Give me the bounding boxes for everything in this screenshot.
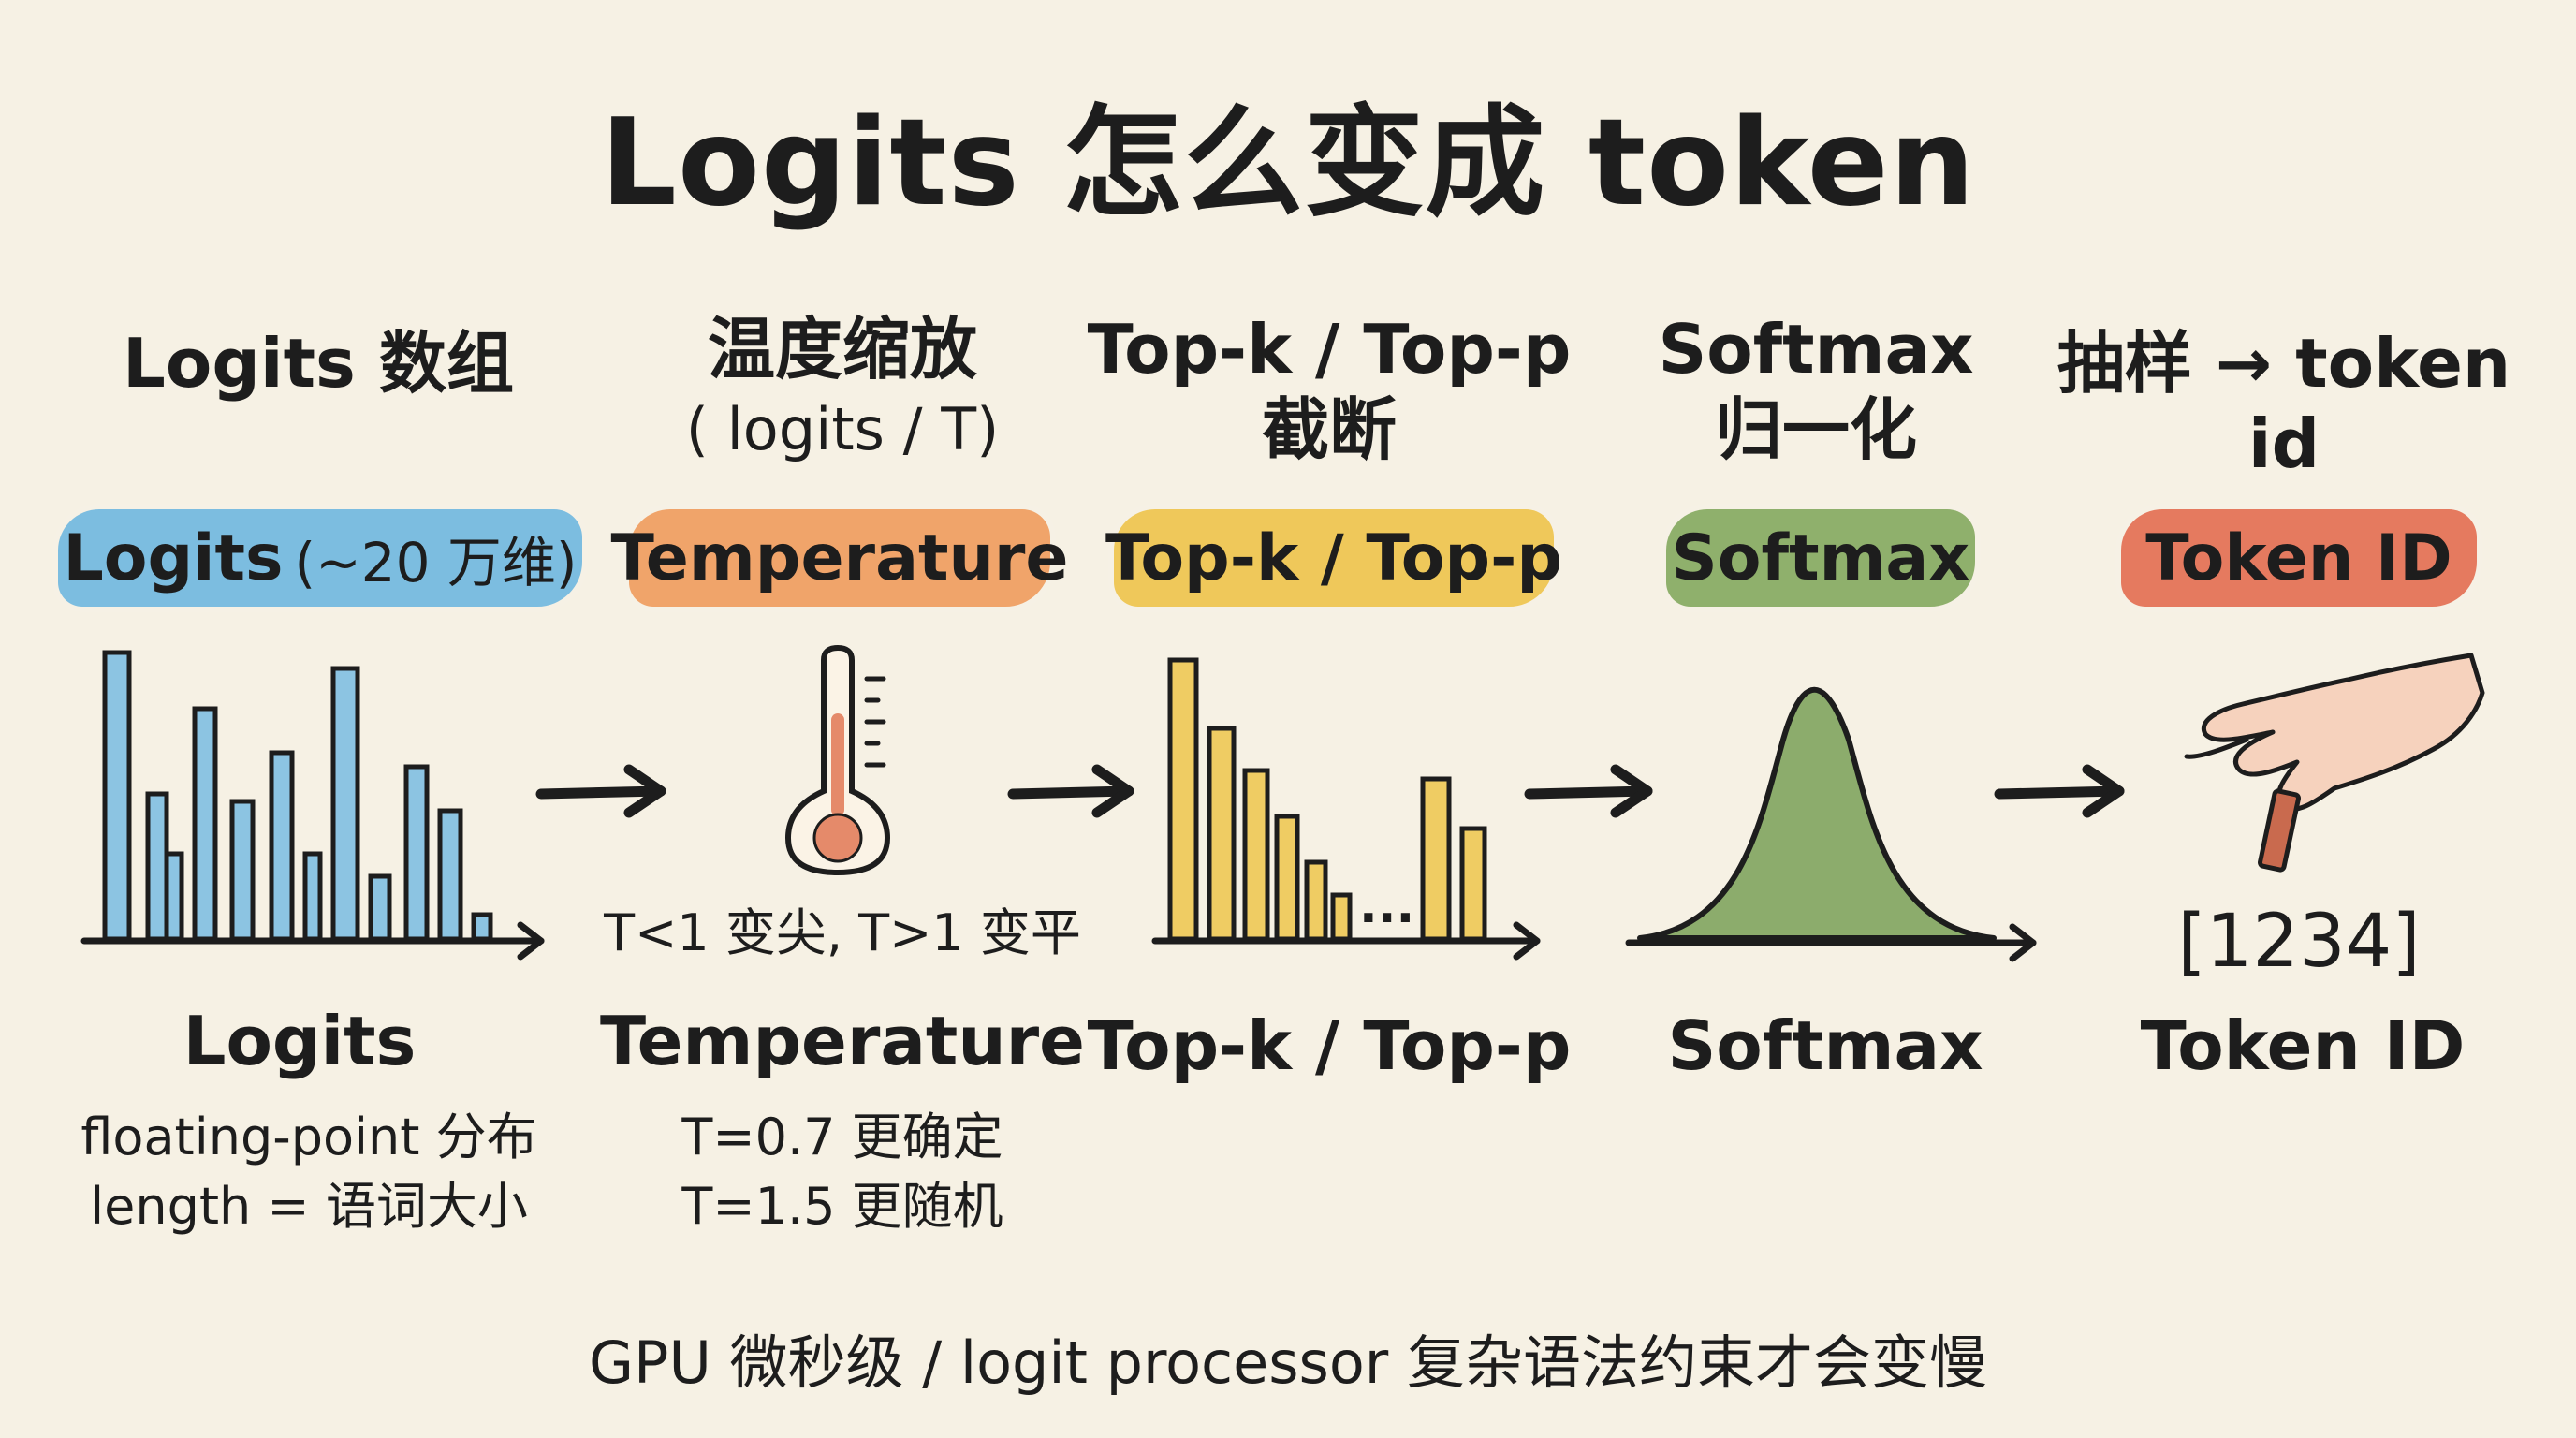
pill-softmax: Softmax [1666,509,1975,607]
col-head-sample-text: 抽样 → token id [2056,324,2511,483]
col-head-topk: Top-k / Top-p 截断 [1086,309,1573,470]
pill-temperature-text: Temperature [610,521,1069,595]
logits-bar [145,791,169,942]
token-stick [2258,788,2301,873]
col-head-temperature: 温度缩放 ( logits / T) [599,309,1086,470]
col-head-logits-text: Logits 数组 [123,324,514,403]
logits-bar [269,750,295,942]
logits-bar [102,650,132,942]
pill-temperature: Temperature [610,509,1069,607]
col-head-softmax-sub: 归一化 [1714,390,1917,469]
col-head-temperature-sub: ( logits / T) [685,395,1000,463]
notes-temperature: T=0.7 更确定 T=1.5 更随机 [599,1103,1086,1241]
logits-bars [102,650,493,942]
pill-topk: Top-k / Top-p [1105,509,1562,607]
note-temperature-line2: T=1.5 更随机 [681,1177,1003,1236]
logits-bar [229,799,256,942]
col-head-softmax-text: Softmax [1658,310,1974,389]
temperature-caption: T<1 变尖, T>1 变平 [604,903,1081,962]
flow-arrows [535,764,2125,818]
logits-bar [164,851,184,942]
logits-bar [302,851,323,942]
col-head-logits: Logits 数组 [56,323,580,404]
note-logits-line2: length = 语词大小 [90,1177,528,1236]
footer-note: GPU 微秒级 / logit processor 复杂语法约束才会变慢 [589,1328,1987,1397]
arrow-right-icon [535,764,666,818]
col-head-temperature-text: 温度缩放 [707,310,977,389]
col-head-topk-text: Top-k / Top-p [1087,310,1572,389]
arrow-right-icon [1007,764,1134,818]
topk-bar [1242,768,1270,942]
logits-bar [403,764,430,942]
note-logits-line1: floating-point 分布 [80,1108,537,1167]
topk-axis [1151,921,1541,961]
label-logits: Logits [183,1002,417,1080]
col-head-softmax: Softmax 归一化 [1591,309,2041,470]
arrow-right-icon [1524,764,1653,818]
topk-bar [1207,726,1237,942]
col-head-topk-sub: 截断 [1261,390,1397,469]
pill-token-id-text: Token ID [2145,521,2452,595]
label-temperature: Temperature [600,1002,1085,1080]
topk-bar [1459,826,1487,942]
logits-bar [192,706,218,942]
page-title: Logits 怎么变成 token [600,94,1976,233]
logits-axis [80,921,545,961]
pill-logits-text: Logits [63,521,284,595]
softmax-curve [1625,686,2037,962]
topk-bar [1304,859,1328,942]
topk-bar [1330,892,1353,942]
pill-logits: Logits (~20 万维) [58,509,582,607]
logits-bar [330,666,360,942]
note-temperature-line1: T=0.7 更确定 [681,1108,1003,1167]
label-topk: Top-k / Top-p [1087,1006,1572,1085]
pill-token-id: Token ID [2121,509,2477,607]
logits-bar [471,912,493,942]
col-head-sample: 抽样 → token id [2031,323,2537,484]
pill-logits-extra: (~20 万维) [294,531,578,594]
hand-icon [2184,653,2485,873]
logits-bar [368,873,392,942]
topk-ellipsis: ... [1359,878,1414,934]
label-token-id: Token ID [2140,1006,2466,1085]
arrow-right-icon [1994,764,2125,818]
token-value: [1234] [2177,900,2420,984]
pill-topk-text: Top-k / Top-p [1105,521,1563,595]
pill-softmax-text: Softmax [1671,521,1970,595]
topk-bars [1167,657,1487,942]
label-softmax: Softmax [1667,1006,1983,1085]
logits-bar [437,808,463,942]
topk-bar [1167,657,1199,942]
thermometer-icon [784,644,891,876]
topk-bar [1274,814,1300,942]
notes-logits: floating-point 分布 length = 语词大小 [37,1103,580,1241]
topk-bar [1420,776,1452,942]
